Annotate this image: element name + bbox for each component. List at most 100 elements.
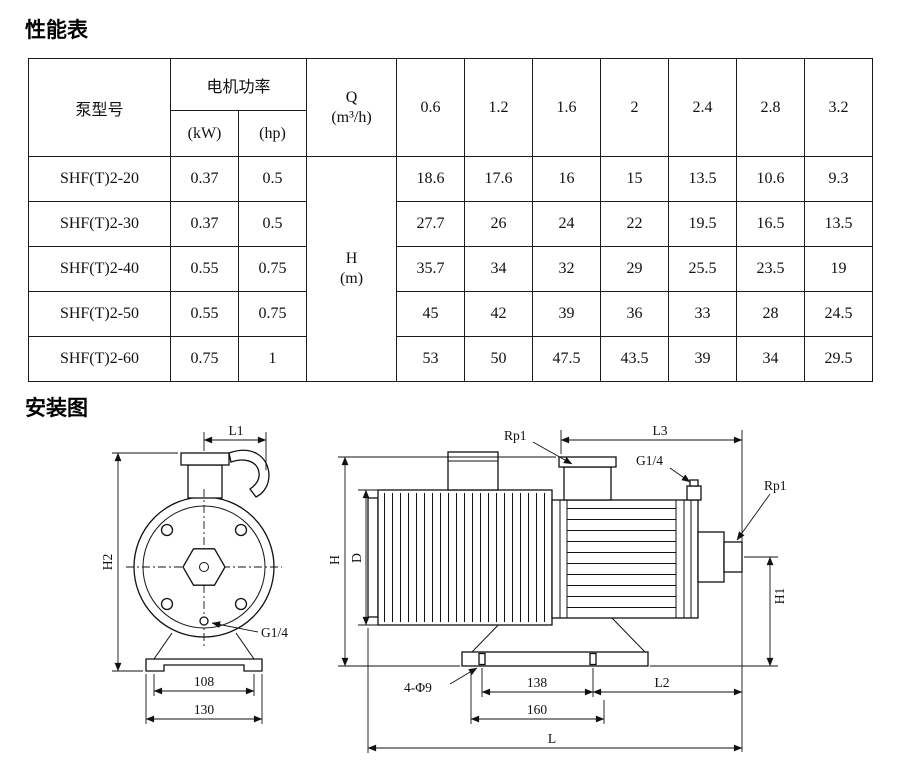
head-cell: 16.5	[736, 201, 805, 247]
side-view-drawing: L3 Rp1 G1/4 Rp1 H	[327, 423, 787, 753]
performance-table: 泵型号 电机功率 Q (m³/h) 0.6 1.2 1.6 2 2.4 2.8 …	[28, 58, 873, 382]
dim-label-g14-side: G1/4	[636, 453, 663, 468]
col-header-motor-power: 电机功率	[170, 58, 307, 111]
installation-diagram-title: 安装图	[25, 397, 88, 420]
dim-g14-front: G1/4	[211, 621, 288, 640]
head-cell: 39	[532, 291, 601, 337]
model-cell: SHF(T)2-30	[28, 201, 171, 247]
head-cell: 32	[532, 246, 601, 292]
dim-label-130: 130	[194, 702, 215, 717]
model-cell: SHF(T)2-40	[28, 246, 171, 292]
col-header-flow: Q (m³/h)	[306, 58, 397, 157]
front-base-plate	[145, 658, 263, 672]
front-drain-plug	[199, 616, 209, 626]
dim-label-d: D	[349, 553, 364, 563]
head-unit: (m)	[339, 270, 364, 287]
head-cell: 17.6	[464, 156, 533, 202]
hp-cell: 1	[238, 336, 307, 382]
dim-label-160: 160	[527, 702, 548, 717]
head-cell: 18.6	[396, 156, 465, 202]
head-cell: 26	[464, 201, 533, 247]
dim-label-h2: H2	[100, 554, 115, 571]
suction-port	[723, 541, 743, 573]
dim-130: 130	[145, 674, 263, 724]
base-hole	[589, 652, 597, 666]
model-cell: SHF(T)2-60	[28, 336, 171, 382]
table-row: SHF(T)2-20 0.37 0.5 H (m) 18.6 17.6 16 1…	[28, 156, 873, 382]
head-cell: 24	[532, 201, 601, 247]
table-row: SHF(T)2-60 0.75 1 53 50 47.5 43.5 39 34 …	[28, 336, 873, 382]
base-hole	[478, 652, 486, 666]
bolt	[234, 597, 248, 611]
kw-cell: 0.37	[170, 156, 239, 202]
dim-g14-side: G1/4	[636, 453, 691, 483]
front-spout-hook	[228, 449, 270, 498]
head-cell: 33	[668, 291, 737, 337]
head-cell: 29	[600, 246, 669, 292]
g14-plug	[686, 485, 702, 501]
dim-label-l2: L2	[655, 675, 670, 690]
head-cell: 47.5	[532, 336, 601, 382]
dim-l3: L3	[560, 423, 743, 752]
head-cell: 13.5	[668, 156, 737, 202]
head-cell: 16	[532, 156, 601, 202]
flow-unit: (m³/h)	[331, 108, 372, 126]
head-cell: 34	[736, 336, 805, 382]
head-cell: 27.7	[396, 201, 465, 247]
dim-label-rp1-top: Rp1	[504, 428, 527, 443]
kw-cell: 0.55	[170, 246, 239, 292]
hp-cell: 0.75	[238, 291, 307, 337]
flow-value-cell: 2	[600, 58, 669, 157]
head-cell: 22	[600, 201, 669, 247]
dim-108: 108	[153, 674, 255, 696]
head-cell: 10.6	[736, 156, 805, 202]
dim-label-rp1-right: Rp1	[764, 478, 787, 493]
col-header-model: 泵型号	[28, 58, 171, 157]
dim-h2: H2	[100, 452, 178, 672]
dim-138: 138	[481, 668, 594, 697]
dim-l: L	[367, 628, 743, 753]
head-cell: 13.5	[804, 201, 873, 247]
col-header-kw: (kW)	[170, 110, 239, 157]
dim-label-h1: H1	[772, 588, 787, 605]
hp-cell: 0.75	[238, 246, 307, 292]
front-port-neck	[187, 464, 223, 499]
dim-label-l: L	[548, 731, 556, 746]
front-port-flange	[180, 452, 230, 466]
dim-label-l1: L1	[229, 423, 244, 438]
head-cell: 39	[668, 336, 737, 382]
hp-cell: 0.5	[238, 156, 307, 202]
head-cell: 34	[464, 246, 533, 292]
flow-value-cell: 3.2	[804, 58, 873, 157]
table-row: SHF(T)2-50 0.55 0.75 45 42 39 36 33 28 2…	[28, 291, 873, 337]
flow-value-cell: 2.8	[736, 58, 805, 157]
model-cell: SHF(T)2-50	[28, 291, 171, 337]
dim-holes: 4-Φ9	[404, 667, 478, 695]
head-cell: 42	[464, 291, 533, 337]
flow-value-cell: 1.6	[532, 58, 601, 157]
dim-rp1-right: Rp1	[736, 478, 787, 541]
motor-end-cap	[367, 497, 379, 618]
head-unit-cell: H (m)	[306, 156, 397, 382]
flow-value-cell: 2.4	[668, 58, 737, 157]
front-view-drawing: L1 H2 G1/4 108 130	[100, 423, 288, 724]
dim-label-h: H	[327, 555, 342, 565]
table-row: SHF(T)2-40 0.55 0.75 35.7 34 32 29 25.5 …	[28, 246, 873, 292]
head-cell: 25.5	[668, 246, 737, 292]
head-cell: 19	[804, 246, 873, 292]
head-cell: 29.5	[804, 336, 873, 382]
dim-h1: H1	[650, 556, 787, 667]
kw-cell: 0.37	[170, 201, 239, 247]
head-cell: 43.5	[600, 336, 669, 382]
dim-label-138: 138	[527, 675, 548, 690]
bolt	[234, 523, 248, 537]
side-base-plate	[461, 651, 649, 667]
head-cell: 19.5	[668, 201, 737, 247]
flow-value-cell: 1.2	[464, 58, 533, 157]
header-row-1: 泵型号 电机功率 Q (m³/h) 0.6 1.2 1.6 2 2.4 2.8 …	[28, 58, 873, 157]
discharge-port	[563, 466, 612, 501]
table-row: SHF(T)2-30 0.37 0.5 27.7 26 24 22 19.5 1…	[28, 201, 873, 247]
dim-label-g14-front: G1/4	[261, 625, 288, 640]
dim-label-108: 108	[194, 674, 215, 689]
